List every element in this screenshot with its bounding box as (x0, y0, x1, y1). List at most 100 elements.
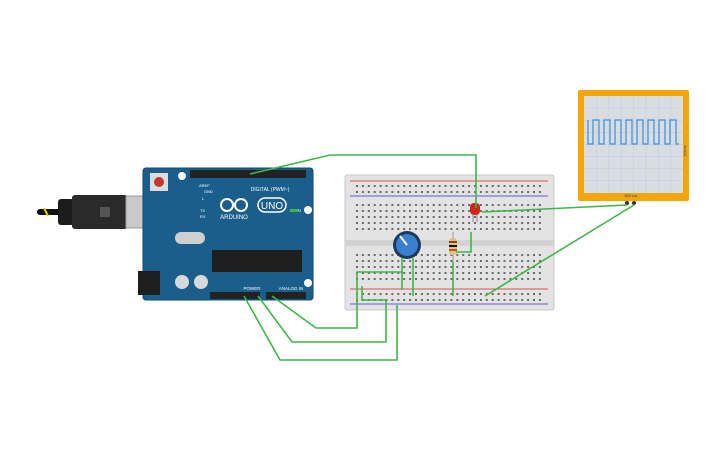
breadboard-hole[interactable] (462, 204, 465, 206)
breadboard-hole[interactable] (533, 185, 535, 187)
breadboard-hole[interactable] (356, 191, 358, 193)
breadboard-hole[interactable] (497, 228, 500, 230)
breadboard-hole[interactable] (533, 254, 535, 256)
breadboard-hole[interactable] (450, 222, 453, 224)
breadboard-hole[interactable] (426, 228, 429, 230)
breadboard-hole[interactable] (509, 293, 512, 295)
breadboard-hole[interactable] (391, 191, 394, 193)
breadboard-hole[interactable] (356, 228, 358, 230)
breadboard-hole[interactable] (367, 254, 370, 256)
breadboard-hole[interactable] (379, 266, 382, 268)
breadboard-hole[interactable] (391, 266, 394, 268)
breadboard-hole[interactable] (456, 216, 459, 218)
breadboard-hole[interactable] (450, 210, 453, 212)
breadboard-hole[interactable] (356, 222, 358, 224)
breadboard-hole[interactable] (373, 216, 376, 218)
breadboard-hole[interactable] (444, 216, 447, 218)
breadboard-hole[interactable] (444, 278, 447, 280)
breadboard-hole[interactable] (485, 185, 488, 187)
breadboard-hole[interactable] (420, 216, 423, 218)
breadboard-hole[interactable] (456, 272, 459, 274)
breadboard-hole[interactable] (485, 266, 488, 268)
breadboard-hole[interactable] (462, 266, 465, 268)
breadboard-hole[interactable] (521, 191, 524, 193)
breadboard-hole[interactable] (367, 260, 370, 262)
breadboard-hole[interactable] (479, 260, 482, 262)
breadboard-hole[interactable] (356, 185, 358, 187)
breadboard-hole[interactable] (415, 293, 417, 295)
breadboard-hole[interactable] (538, 185, 541, 187)
breadboard-hole[interactable] (415, 185, 417, 187)
breadboard-hole[interactable] (385, 260, 388, 262)
breadboard-hole[interactable] (373, 185, 376, 187)
analog-header[interactable] (266, 292, 306, 299)
breadboard-hole[interactable] (432, 254, 435, 256)
breadboard-hole[interactable] (468, 293, 471, 295)
breadboard-hole[interactable] (367, 272, 370, 274)
breadboard-hole[interactable] (391, 260, 394, 262)
breadboard-hole[interactable] (485, 272, 488, 274)
breadboard-hole[interactable] (391, 210, 394, 212)
breadboard-hole[interactable] (509, 216, 512, 218)
breadboard-hole[interactable] (450, 191, 453, 193)
breadboard-hole[interactable] (456, 228, 459, 230)
breadboard-hole[interactable] (444, 266, 447, 268)
breadboard-hole[interactable] (403, 228, 406, 230)
breadboard-hole[interactable] (415, 204, 417, 206)
breadboard-hole[interactable] (385, 185, 388, 187)
breadboard-hole[interactable] (397, 293, 400, 295)
breadboard-hole[interactable] (503, 299, 506, 301)
breadboard-hole[interactable] (509, 185, 512, 187)
breadboard-hole[interactable] (521, 216, 524, 218)
breadboard-hole[interactable] (462, 210, 465, 212)
breadboard-hole[interactable] (409, 191, 412, 193)
breadboard-hole[interactable] (538, 210, 541, 212)
breadboard-hole[interactable] (527, 210, 530, 212)
breadboard-hole[interactable] (391, 299, 394, 301)
breadboard-hole[interactable] (379, 260, 382, 262)
breadboard-hole[interactable] (432, 204, 435, 206)
breadboard-hole[interactable] (450, 266, 453, 268)
breadboard-hole[interactable] (521, 222, 524, 224)
breadboard-hole[interactable] (379, 191, 382, 193)
breadboard-hole[interactable] (468, 272, 471, 274)
breadboard-hole[interactable] (444, 260, 447, 262)
breadboard-hole[interactable] (491, 191, 494, 193)
breadboard-hole[interactable] (533, 210, 535, 212)
breadboard-hole[interactable] (426, 272, 429, 274)
wires[interactable] (243, 154, 635, 361)
breadboard-hole[interactable] (479, 272, 482, 274)
breadboard-hole[interactable] (409, 266, 412, 268)
breadboard-hole[interactable] (373, 293, 376, 295)
breadboard-hole[interactable] (385, 254, 388, 256)
breadboard-hole[interactable] (391, 278, 394, 280)
breadboard-hole[interactable] (367, 191, 370, 193)
breadboard-hole[interactable] (491, 185, 494, 187)
breadboard-hole[interactable] (415, 278, 417, 280)
breadboard-hole[interactable] (538, 222, 541, 224)
breadboard-hole[interactable] (426, 293, 429, 295)
breadboard-hole[interactable] (391, 272, 394, 274)
breadboard-hole[interactable] (515, 272, 518, 274)
breadboard-hole[interactable] (515, 222, 518, 224)
breadboard-hole[interactable] (462, 191, 465, 193)
breadboard-hole[interactable] (397, 222, 400, 224)
breadboard-hole[interactable] (426, 299, 429, 301)
breadboard-hole[interactable] (361, 204, 364, 206)
breadboard-hole[interactable] (385, 278, 388, 280)
breadboard-hole[interactable] (462, 254, 465, 256)
breadboard-hole[interactable] (438, 293, 441, 295)
breadboard-hole[interactable] (527, 191, 530, 193)
breadboard-hole[interactable] (356, 260, 358, 262)
breadboard-hole[interactable] (426, 185, 429, 187)
breadboard-hole[interactable] (420, 293, 423, 295)
breadboard-hole[interactable] (450, 254, 453, 256)
breadboard-hole[interactable] (509, 254, 512, 256)
breadboard-hole[interactable] (456, 293, 459, 295)
breadboard-hole[interactable] (468, 228, 471, 230)
breadboard-hole[interactable] (367, 222, 370, 224)
breadboard-hole[interactable] (373, 228, 376, 230)
breadboard-hole[interactable] (373, 272, 376, 274)
breadboard-hole[interactable] (468, 299, 471, 301)
breadboard-hole[interactable] (497, 254, 500, 256)
